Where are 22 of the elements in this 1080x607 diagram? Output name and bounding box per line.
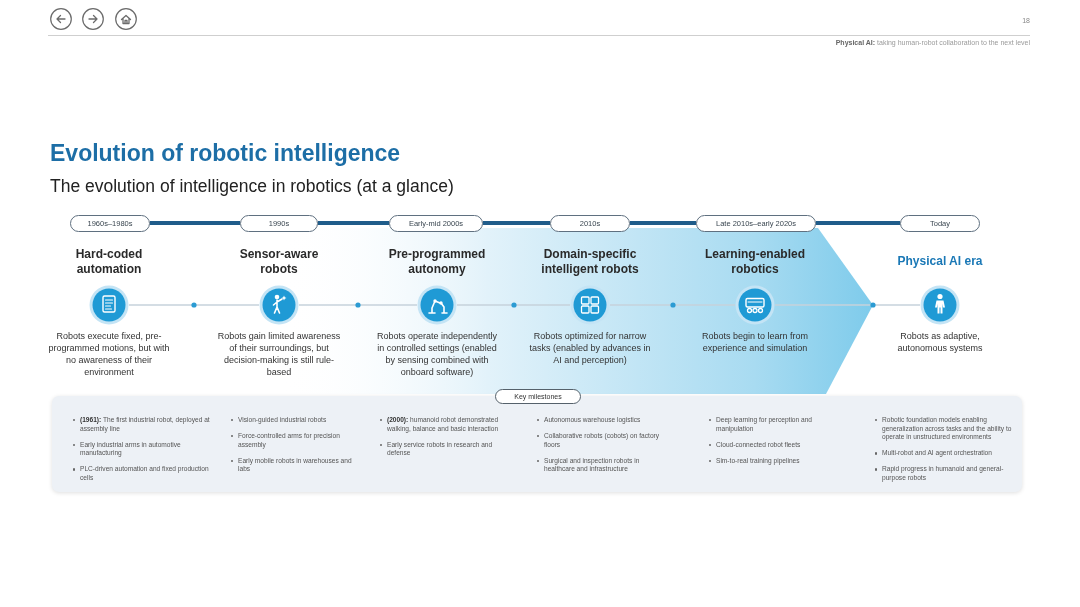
timeline-bar [630,221,696,225]
connector-line [774,304,921,306]
timeline-bar [318,221,389,225]
era-heading: Learning-enabled robotics [704,246,806,276]
slide-title: Evolution of robotic intelligence [50,140,401,167]
timeline-bar [150,221,240,225]
era-heading: Physical AI era [897,253,983,269]
connector-line [298,304,418,306]
timeline-bar [483,221,550,225]
era-description: Robots optimized for narrow tasks (enabled by advances in AI and perception) [528,330,652,366]
timeline-bar [816,221,900,225]
era-description: Robots gain limited awareness of their surroundings, but decision-making is still rule-based [216,330,342,378]
era-heading: Pre-programmed autonomy [387,246,487,276]
era-heading: Domain-specific intelligent robots [540,246,640,276]
subtitle: The evolution of intelligence in robotics (at a glance) [50,176,454,197]
era-description: Robots execute fixed, pre-programmed motions, but with no awareness of their environment [47,330,171,378]
era-heading: Sensor-aware robots [238,246,320,276]
era-description: Robots as adaptive, autonomous systems [896,330,984,354]
era-description: Robots begin to learn from experience and simulation [700,330,810,354]
connector-line [128,304,260,306]
era-heading: Hard-coded automation [74,246,144,276]
era-description: Robots operate independently in controlled settings (enabled by sensing combined with onboard software) [375,330,499,378]
